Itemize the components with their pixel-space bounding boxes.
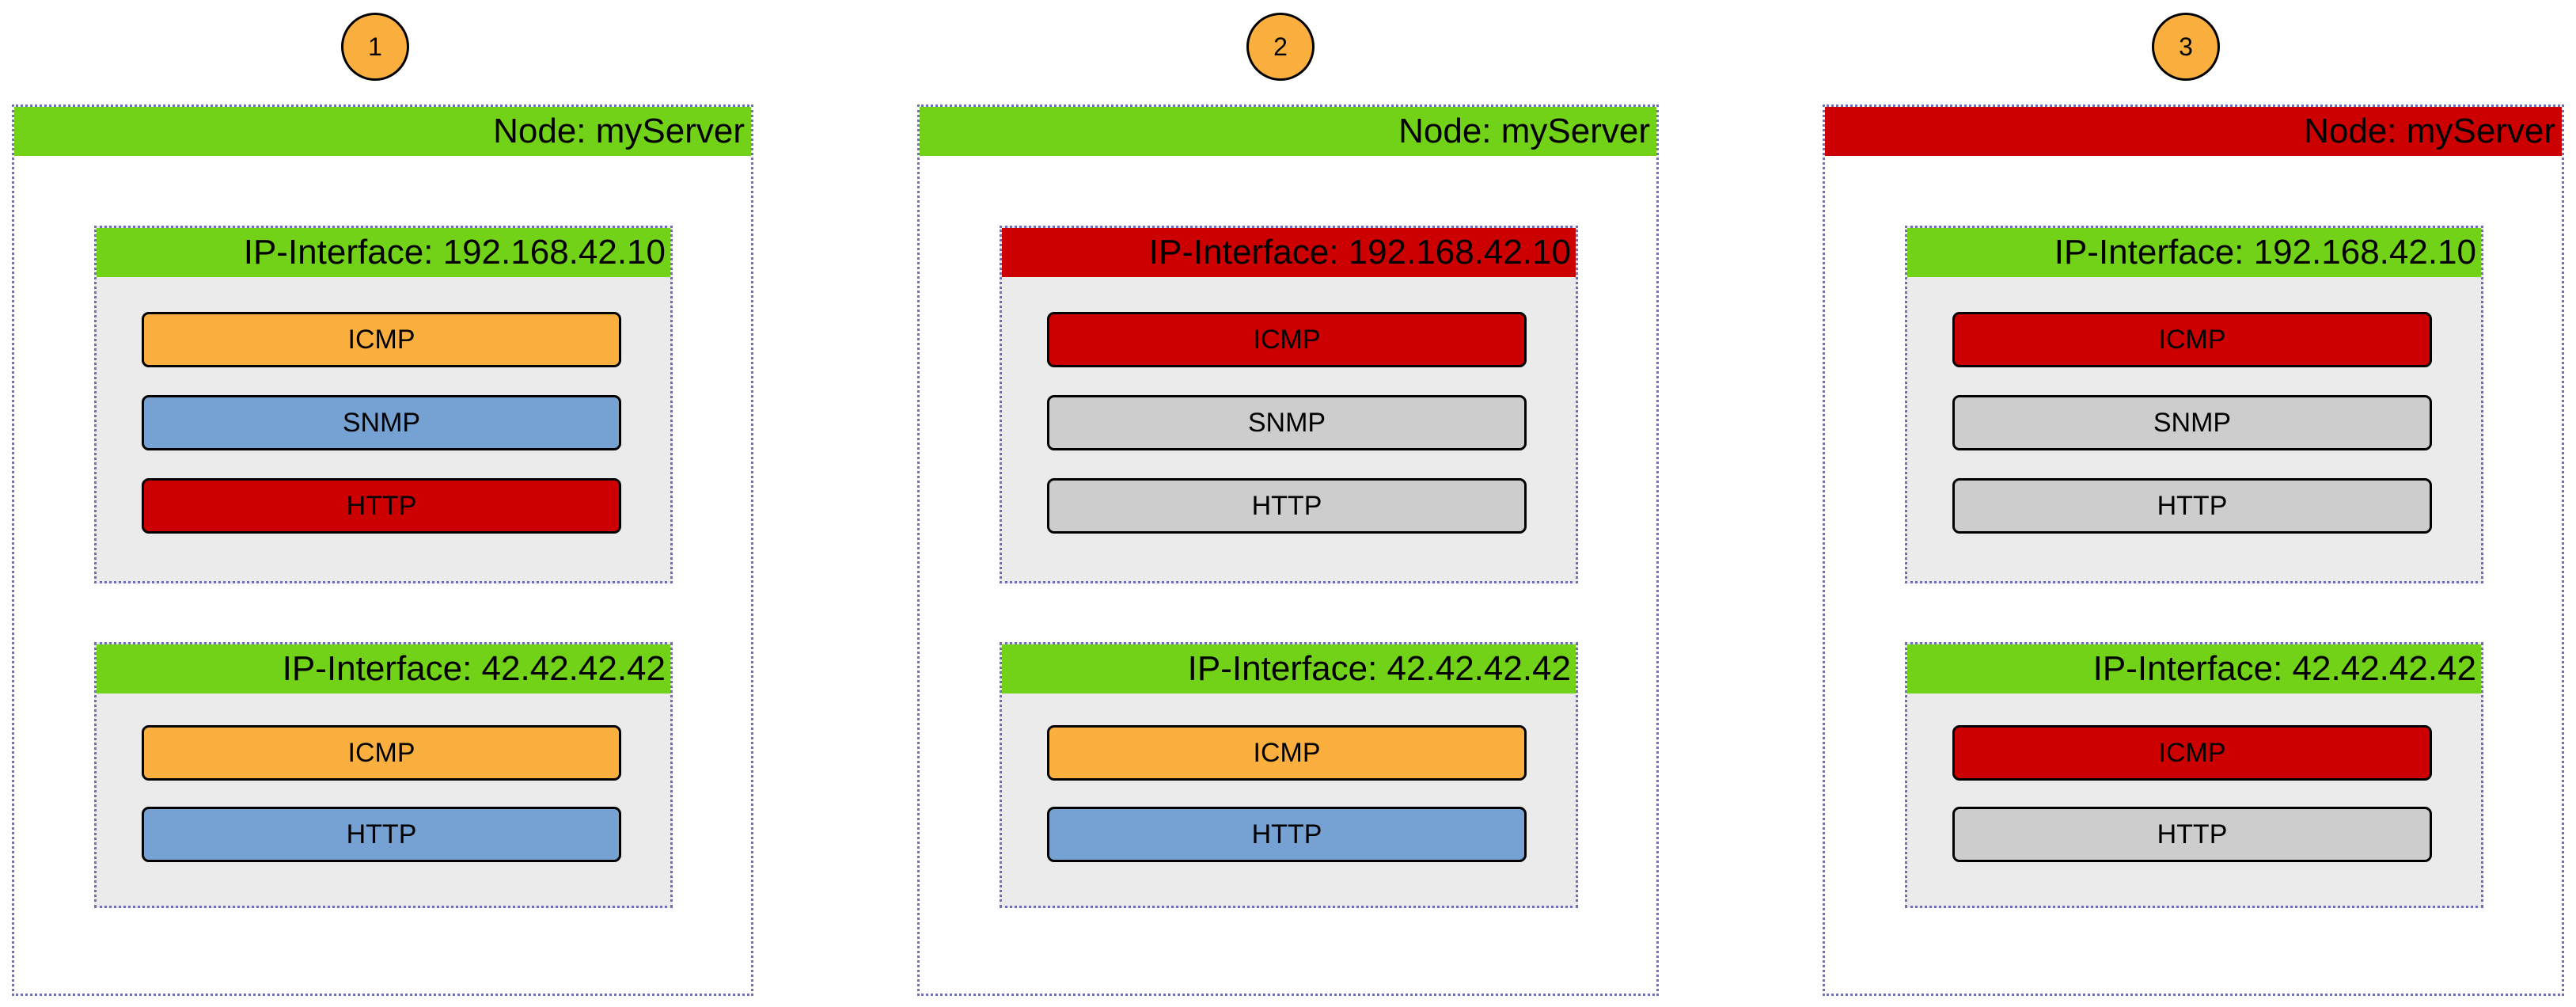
- ip-interface-header: IP-Interface: 42.42.42.42: [1002, 644, 1576, 694]
- step-badge: 2: [1246, 13, 1315, 81]
- service-http: HTTP: [1047, 478, 1527, 534]
- service-icmp: ICMP: [1952, 312, 2432, 367]
- node-box: Node: myServer IP-Interface: 192.168.42.…: [1823, 104, 2564, 996]
- step-badge: 1: [341, 13, 409, 81]
- scenario-2: 2 Node: myServer IP-Interface: 192.168.4…: [917, 0, 1659, 1007]
- node-header: Node: myServer: [1825, 107, 2562, 156]
- ip-interface-box: IP-Interface: 42.42.42.42 ICMP HTTP: [1905, 642, 2483, 908]
- ip-interface-box: IP-Interface: 192.168.42.10 ICMP SNMP HT…: [1905, 226, 2483, 583]
- service-snmp: SNMP: [1952, 395, 2432, 450]
- node-box: Node: myServer IP-Interface: 192.168.42.…: [917, 104, 1659, 996]
- service-icmp: ICMP: [142, 312, 621, 367]
- node-box: Node: myServer IP-Interface: 192.168.42.…: [12, 104, 753, 996]
- service-http: HTTP: [142, 478, 621, 534]
- ip-interface-header: IP-Interface: 42.42.42.42: [97, 644, 670, 694]
- ip-interface-box: IP-Interface: 192.168.42.10 ICMP SNMP HT…: [94, 226, 673, 583]
- service-icmp: ICMP: [1047, 312, 1527, 367]
- step-badge: 3: [2152, 13, 2220, 81]
- node-header: Node: myServer: [920, 107, 1656, 156]
- ip-interface-header: IP-Interface: 192.168.42.10: [97, 228, 670, 277]
- node-header: Node: myServer: [14, 107, 751, 156]
- ip-interface-box: IP-Interface: 42.42.42.42 ICMP HTTP: [1000, 642, 1578, 908]
- scenario-1: 1 Node: myServer IP-Interface: 192.168.4…: [12, 0, 753, 1007]
- service-http: HTTP: [1047, 807, 1527, 862]
- ip-interface-header: IP-Interface: 192.168.42.10: [1907, 228, 2481, 277]
- service-icmp: ICMP: [1047, 725, 1527, 781]
- service-snmp: SNMP: [142, 395, 621, 450]
- service-icmp: ICMP: [142, 725, 621, 781]
- service-http: HTTP: [1952, 478, 2432, 534]
- ip-interface-box: IP-Interface: 42.42.42.42 ICMP HTTP: [94, 642, 673, 908]
- service-snmp: SNMP: [1047, 395, 1527, 450]
- service-http: HTTP: [142, 807, 621, 862]
- ip-interface-header: IP-Interface: 192.168.42.10: [1002, 228, 1576, 277]
- scenario-3: 3 Node: myServer IP-Interface: 192.168.4…: [1823, 0, 2564, 1007]
- service-http: HTTP: [1952, 807, 2432, 862]
- ip-interface-header: IP-Interface: 42.42.42.42: [1907, 644, 2481, 694]
- ip-interface-box: IP-Interface: 192.168.42.10 ICMP SNMP HT…: [1000, 226, 1578, 583]
- service-icmp: ICMP: [1952, 725, 2432, 781]
